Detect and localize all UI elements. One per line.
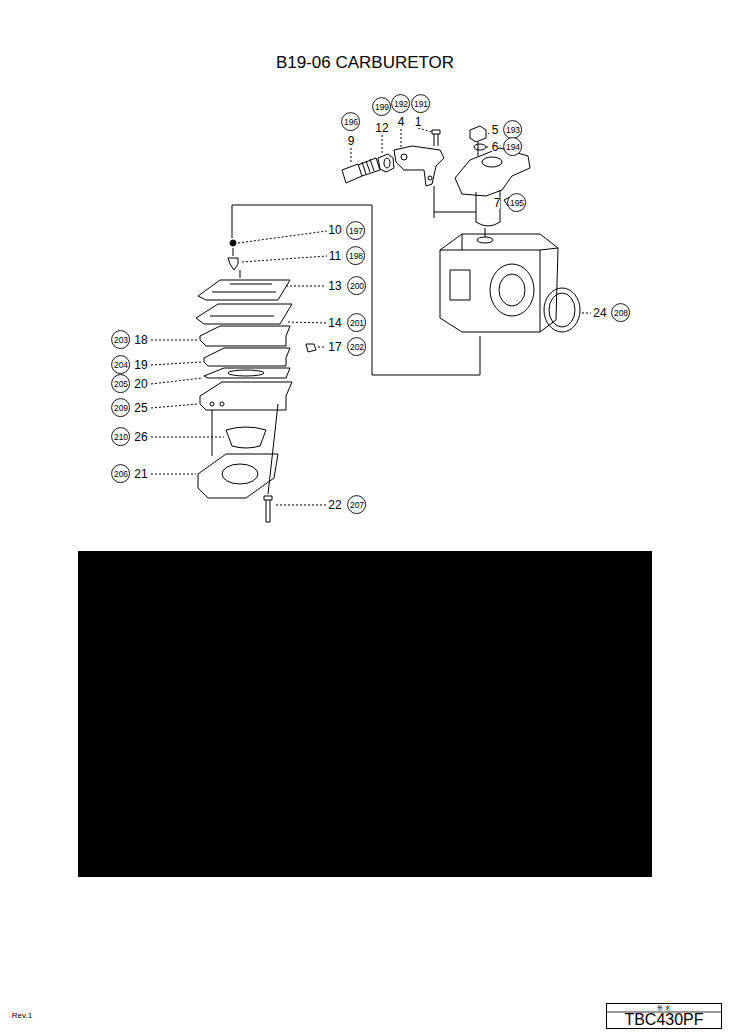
- callout-circle: 195: [507, 193, 526, 212]
- part-number: 5: [492, 124, 499, 136]
- callout-number: 209: [114, 404, 128, 413]
- model-name: TBC430PF: [607, 1012, 721, 1028]
- callout-number: 208: [614, 309, 628, 318]
- leader-line: [151, 128, 591, 505]
- callout-number: 207: [350, 501, 364, 510]
- part-number: 24: [593, 307, 606, 319]
- callout-circle: 199: [372, 97, 391, 116]
- callout-number: 193: [506, 126, 520, 135]
- callout-number: 196: [344, 118, 358, 127]
- title-block: 形 名TBC430PF: [606, 1003, 722, 1029]
- seal-part: [544, 288, 580, 332]
- part-number: 10: [328, 224, 341, 236]
- part-number: 7: [494, 197, 501, 209]
- part-number: 26: [134, 431, 147, 443]
- part-number: 14: [328, 317, 341, 329]
- part-number: 1: [415, 116, 422, 128]
- callout-number: 197: [349, 227, 363, 236]
- part-number: 6: [492, 141, 499, 153]
- callout-circle: 204: [111, 355, 130, 374]
- callout-circle: 201: [347, 313, 366, 332]
- part-number: 20: [134, 378, 147, 390]
- diagram-title: B19-06 CARBURETOR: [276, 54, 454, 71]
- part-number: 4: [398, 116, 405, 128]
- callout-number: 195: [510, 199, 524, 208]
- callout-number: 201: [350, 319, 364, 328]
- callout-circle: 202: [347, 337, 366, 356]
- callout-number: 203: [114, 336, 128, 345]
- callout-circle: 208: [611, 303, 630, 322]
- callout-number: 200: [350, 282, 364, 291]
- callout-circle: 196: [341, 112, 360, 131]
- field-caption: 形 名: [607, 1004, 721, 1012]
- callout-circle: 193: [503, 120, 522, 139]
- nut-part: [378, 154, 394, 172]
- callout-circle: 207: [347, 495, 366, 514]
- callout-circle: 197: [346, 221, 365, 240]
- callout-number: 198: [349, 252, 363, 261]
- callout-number: 202: [350, 343, 364, 352]
- screw-part: [432, 130, 440, 146]
- callout-circle: 209: [111, 398, 130, 417]
- part-number: 22: [328, 499, 341, 511]
- callout-circle: 205: [111, 374, 130, 393]
- callout-number: 210: [114, 433, 128, 442]
- bolt-part: [342, 158, 380, 183]
- callout-circle: 191: [411, 94, 430, 113]
- part-number: 17: [328, 341, 341, 353]
- pump-stack: [196, 240, 316, 522]
- callout-number: 191: [414, 100, 428, 109]
- part-number: 9: [348, 135, 355, 147]
- callout-number: 199: [375, 103, 389, 112]
- callout-circle: 200: [347, 276, 366, 295]
- callout-circle: 203: [111, 330, 130, 349]
- callout-circle: 192: [391, 94, 410, 113]
- callout-circle: 210: [111, 427, 130, 446]
- blackout-panel: [78, 551, 652, 877]
- part-number: 11: [329, 250, 341, 262]
- callout-circle: 194: [503, 137, 522, 156]
- part-number: 19: [134, 359, 147, 371]
- carburetor-body: [440, 228, 558, 332]
- frame-line: [212, 205, 480, 494]
- throttle-assembly: [434, 126, 530, 226]
- part-number: 13: [328, 280, 341, 292]
- part-number: 18: [134, 334, 147, 346]
- callout-number: 204: [114, 361, 128, 370]
- part-number: 25: [134, 402, 147, 414]
- callout-circle: 198: [346, 246, 365, 265]
- revision-note: Rev.1: [12, 1012, 32, 1020]
- callout-number: 206: [114, 470, 128, 479]
- lever-part: [394, 146, 444, 186]
- part-number: 12: [375, 122, 388, 134]
- part-number: 21: [134, 468, 147, 480]
- callout-number: 205: [114, 380, 128, 389]
- callout-circle: 206: [111, 464, 130, 483]
- callout-number: 192: [394, 100, 408, 109]
- callout-number: 194: [506, 143, 520, 152]
